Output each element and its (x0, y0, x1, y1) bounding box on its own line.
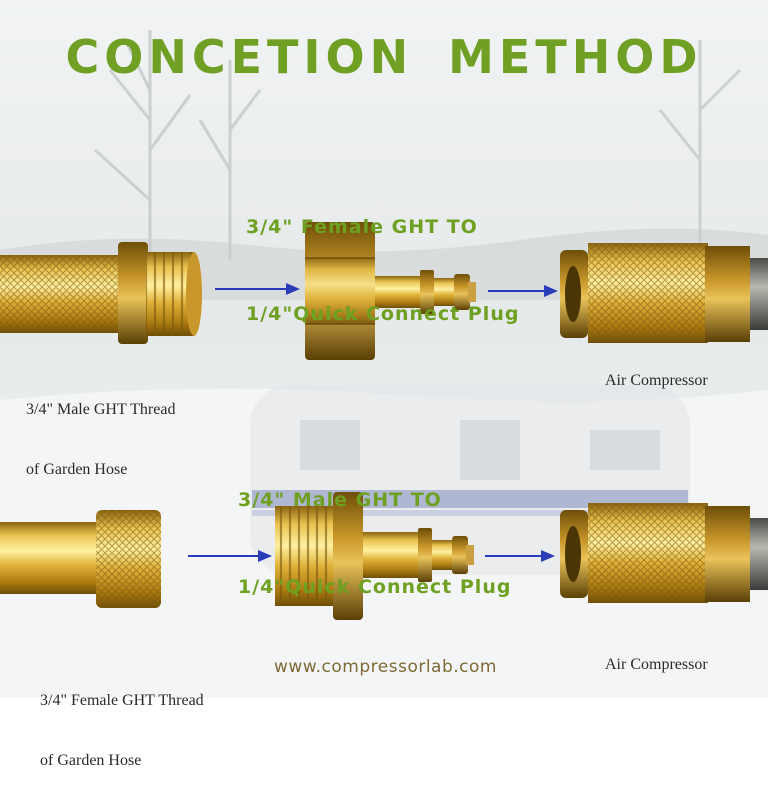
top-left-caption: 3/4" Male GHT Thread of Garden Hose (26, 360, 175, 500)
arrow-right-icon (188, 550, 272, 562)
bottom-left-caption-line1: 3/4" Female GHT Thread (40, 692, 204, 709)
female-garden-hose-fitting (0, 510, 161, 608)
top-heading-line1: 3/4" Female GHT TO (246, 216, 478, 238)
page-title: CONCETION METHOD (65, 30, 703, 84)
female-ght-quick-connect-plug (305, 222, 476, 360)
arrow-right-icon (488, 285, 558, 297)
arrow-right-icon (485, 550, 555, 562)
bottom-heading-line2: 1/4"Quick Connect Plug (238, 576, 512, 598)
male-ght-quick-connect-plug (275, 492, 474, 620)
bottom-left-caption-line2: of Garden Hose (40, 752, 142, 769)
bottom-right-caption: Air Compressor (605, 656, 708, 673)
air-compressor-coupler (560, 243, 768, 343)
top-heading: 3/4" Female GHT TO 1/4"Quick Connect Plu… (246, 155, 519, 358)
male-garden-hose-fitting (0, 242, 202, 344)
bottom-heading-line1: 3/4" Male GHT TO (238, 489, 442, 511)
bottom-left-caption: 3/4" Female GHT Thread of Garden Hose (40, 651, 204, 791)
top-right-caption: Air Compressor (605, 372, 708, 389)
top-heading-line2: 1/4"Quick Connect Plug (246, 303, 520, 325)
top-left-caption-line2: of Garden Hose (26, 461, 128, 478)
top-left-caption-line1: 3/4" Male GHT Thread (26, 401, 176, 418)
air-compressor-coupler (560, 503, 768, 603)
arrow-right-icon (215, 283, 300, 295)
website-url: www.compressorlab.com (274, 657, 497, 677)
bottom-heading: 3/4" Male GHT TO 1/4"Quick Connect Plug (238, 428, 511, 631)
